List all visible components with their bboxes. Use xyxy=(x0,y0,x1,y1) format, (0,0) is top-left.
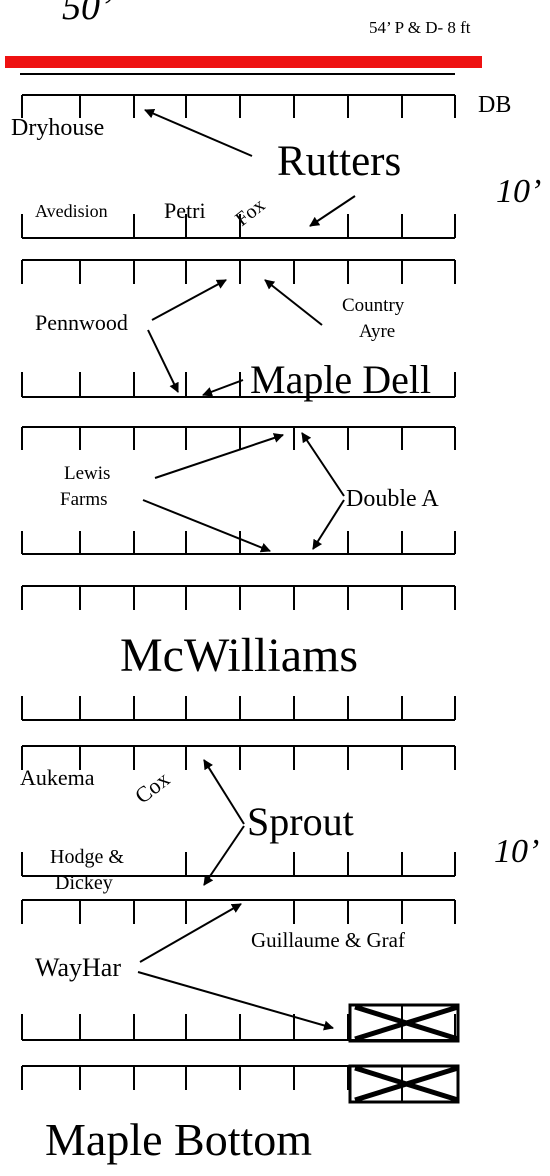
arrow-sprout-down xyxy=(203,825,245,886)
label-guillaume-graf: Guillaume & Graf xyxy=(251,928,405,952)
spacing-note: 54’ P & D- 8 ft xyxy=(369,18,471,37)
label-rutters: Rutters xyxy=(277,138,402,185)
row-6-frame xyxy=(21,899,456,1041)
arrow-rutters-dryhouse xyxy=(144,108,253,157)
label-maple-dell: Maple Dell xyxy=(250,357,432,402)
label-ayre: Ayre xyxy=(359,321,396,342)
label-wayhar: WayHar xyxy=(35,953,121,982)
assignment-arrows xyxy=(137,108,356,1031)
arrow-pennwood-up xyxy=(151,279,227,321)
arrow-rutters-fox xyxy=(309,195,356,227)
arrow-wayhar-down xyxy=(137,971,334,1031)
arrow-pennwood-down xyxy=(147,329,179,393)
label-aukema: Aukema xyxy=(20,765,95,790)
label-country: Country xyxy=(342,295,405,316)
db-label: DB xyxy=(478,92,512,118)
label-sprout: Sprout xyxy=(247,799,354,844)
row-2-frame xyxy=(21,259,456,398)
row-4-frame xyxy=(21,585,456,721)
arrow-doublea-up xyxy=(301,432,345,497)
label-farms: Farms xyxy=(60,489,108,510)
red-header-bar xyxy=(5,56,482,68)
crossed-out-plot-row-7 xyxy=(348,1064,460,1104)
crossed-out-plot-row-6 xyxy=(348,1003,460,1043)
width-note: 50’ xyxy=(62,0,113,28)
row-3-frame xyxy=(21,426,456,555)
label-mcwilliams: McWilliams xyxy=(120,629,359,682)
label-petri: Petri xyxy=(164,198,206,223)
arrow-countryayre xyxy=(264,279,323,326)
arrow-wayhar-up xyxy=(139,903,242,963)
arrow-lewis-up xyxy=(154,433,284,479)
side-note-lower: 10’ xyxy=(494,833,540,870)
arrow-lewis-down xyxy=(142,499,271,553)
row-1-frame xyxy=(21,94,456,239)
label-lewis: Lewis xyxy=(64,463,111,484)
arrow-mapledell xyxy=(202,379,244,397)
row-5-frame xyxy=(21,745,456,877)
label-pennwood: Pennwood xyxy=(35,310,128,335)
label-dickey: Dickey xyxy=(55,872,113,894)
label-avedision: Avedision xyxy=(35,201,108,221)
label-hodge: Hodge & xyxy=(50,846,124,868)
arrow-doublea-down xyxy=(312,499,345,550)
arrow-sprout-up xyxy=(203,759,245,825)
label-dryhouse: Dryhouse xyxy=(11,115,105,141)
label-double-a: Double A xyxy=(346,486,439,512)
side-note-upper: 10’ xyxy=(496,173,542,210)
label-maple-bottom: Maple Bottom xyxy=(45,1114,313,1165)
